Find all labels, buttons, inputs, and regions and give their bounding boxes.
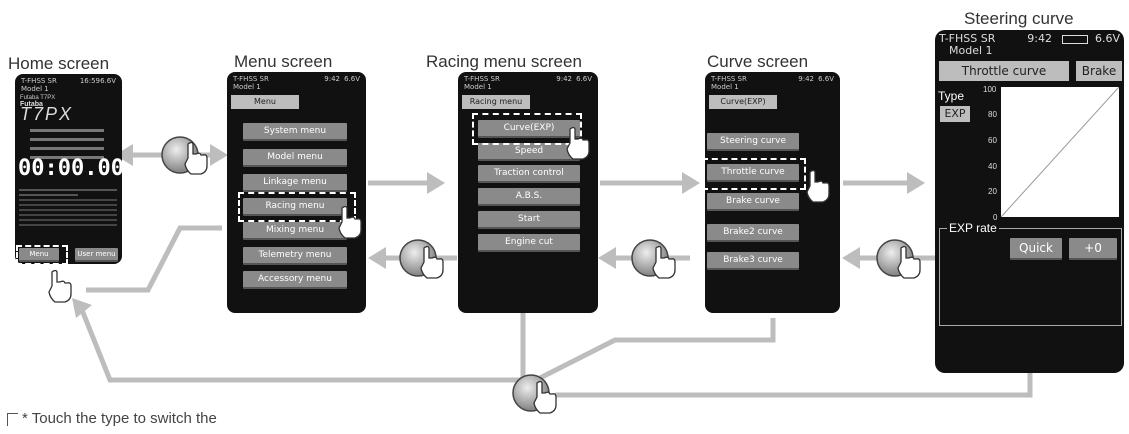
menu-status-bar: T-FHSS SR 9:42 6.6V Model 1 — [231, 75, 362, 91]
curve-title-tab: Curve(EXP) — [709, 95, 777, 109]
racing-status-bar: T-FHSS SR 9:42 6.6V Model 1 — [462, 75, 594, 91]
curve-graph — [1000, 86, 1120, 218]
y-tick-40: 40 — [988, 162, 997, 171]
home-screen: T-FHSS SR 16:59 6.6V Model 1 Futaba T7PX… — [15, 74, 122, 264]
steering-curve-button[interactable]: Steering curve — [707, 133, 799, 151]
trim-list — [19, 189, 117, 249]
curve-screen-label: Curve screen — [707, 52, 809, 71]
throttle-curve-tab[interactable]: Throttle curve — [939, 61, 1069, 81]
timer-display[interactable]: 00:00.00 — [18, 156, 122, 181]
voltage-text: 6.6V — [100, 77, 116, 85]
brake-tab[interactable]: Brake — [1076, 61, 1122, 81]
type-exp-button[interactable]: EXP — [940, 106, 970, 122]
clock-text: 9:42 — [798, 75, 814, 83]
start-button[interactable]: Start — [478, 211, 580, 229]
racing-menu-screen: T-FHSS SR 9:42 6.6V Model 1 Racing menu … — [458, 72, 598, 313]
trim-bars — [20, 124, 118, 165]
racing-menu-highlight — [238, 192, 356, 222]
y-tick-20: 20 — [988, 187, 997, 196]
tap-icon — [161, 136, 914, 412]
type-label: Type — [938, 89, 965, 103]
y-tick-80: 80 — [988, 110, 997, 119]
racing-menu-button[interactable]: Racing menu — [243, 198, 347, 216]
brake3-curve-button[interactable]: Brake3 curve — [707, 252, 799, 270]
clock-text: 9:42 — [556, 75, 572, 83]
footnote-bracket — [7, 413, 18, 426]
model-name: Model 1 — [21, 85, 49, 93]
clock-text: 9:42 — [324, 75, 340, 83]
y-tick-60: 60 — [988, 136, 997, 145]
model-name: Model 1 — [711, 83, 739, 91]
home-brand-text: Futaba T7PX — [20, 95, 56, 101]
user-menu-button[interactable]: User menu — [75, 248, 118, 262]
model-menu-button[interactable]: Model menu — [243, 149, 347, 167]
futaba-logo: Futaba — [20, 101, 43, 108]
voltage-text: 6.6V — [818, 75, 834, 83]
menu-screen-label: Menu screen — [234, 52, 333, 71]
clock-text: 16:59 — [79, 77, 100, 85]
voltage-text: 6.6V — [576, 75, 592, 83]
traction-control-button[interactable]: Traction control — [478, 165, 580, 183]
linkage-menu-button[interactable]: Linkage menu — [243, 174, 347, 192]
y-tick-100: 100 — [983, 85, 997, 94]
brake2-curve-button[interactable]: Brake2 curve — [707, 224, 799, 242]
steering-curve-screen: T-FHSS SR 9:42 6.6V Model 1 Throttle cur… — [935, 30, 1124, 373]
steering-status-bar: T-FHSS SR 9:42 6.6V Model 1 — [937, 30, 1122, 57]
model-name: Model 1 — [464, 83, 492, 91]
speed-button[interactable]: Speed — [478, 143, 580, 161]
exp-rate-panel — [939, 228, 1122, 326]
brake-curve-button[interactable]: Brake curve — [707, 193, 799, 211]
racing-menu-screen-label: Racing menu screen — [426, 52, 582, 71]
racing-title-tab: Racing menu — [462, 95, 530, 109]
footnote-text: * Touch the type to switch the — [22, 410, 217, 427]
voltage-text: 6.6V — [344, 75, 360, 83]
home-screen-label: Home screen — [8, 54, 110, 73]
exp-rate-value-button[interactable]: +0 — [1069, 238, 1117, 260]
menu-button-highlight — [16, 245, 68, 265]
accessory-menu-button[interactable]: Accessory menu — [243, 271, 347, 289]
mixing-menu-button[interactable]: Mixing menu — [243, 222, 347, 240]
system-menu-button[interactable]: System menu — [243, 123, 347, 141]
t7px-logo: T7PX — [20, 104, 74, 124]
curve-status-bar: T-FHSS SR 9:42 6.6V Model 1 — [709, 75, 836, 91]
clock-text: 9:42 — [1027, 32, 1052, 45]
quick-button[interactable]: Quick — [1010, 238, 1062, 260]
system-text: T-FHSS SR — [939, 32, 996, 45]
system-text: T-FHSS SR — [233, 75, 269, 83]
battery-icon — [1062, 35, 1088, 44]
abs-button[interactable]: A.B.S. — [478, 188, 580, 206]
engine-cut-button[interactable]: Engine cut — [478, 234, 580, 252]
model-name: Model 1 — [949, 44, 993, 57]
hand-pointer-icon — [48, 126, 921, 414]
voltage-text: 6.6V — [1094, 32, 1120, 45]
curve-line — [1000, 86, 1120, 218]
system-text: T-FHSS SR — [711, 75, 747, 83]
curve-exp-highlight — [472, 113, 582, 145]
exp-rate-label: EXP rate — [947, 221, 999, 235]
y-tick-0: 0 — [993, 213, 998, 222]
system-text: T-FHSS SR — [464, 75, 500, 83]
menu-button[interactable]: Menu — [19, 248, 59, 262]
throttle-curve-highlight — [702, 158, 806, 190]
throttle-curve-button[interactable]: Throttle curve — [707, 164, 799, 182]
steering-curve-label: Steering curve — [964, 9, 1074, 28]
telemetry-menu-button[interactable]: Telemetry menu — [243, 247, 347, 265]
curve-exp-button[interactable]: Curve(EXP) — [478, 120, 580, 138]
home-status-bar: T-FHSS SR 16:59 6.6V Model 1 — [19, 77, 118, 93]
menu-title-tab: Menu — [231, 95, 299, 109]
system-text: T-FHSS SR — [21, 77, 57, 85]
model-name: Model 1 — [233, 83, 261, 91]
